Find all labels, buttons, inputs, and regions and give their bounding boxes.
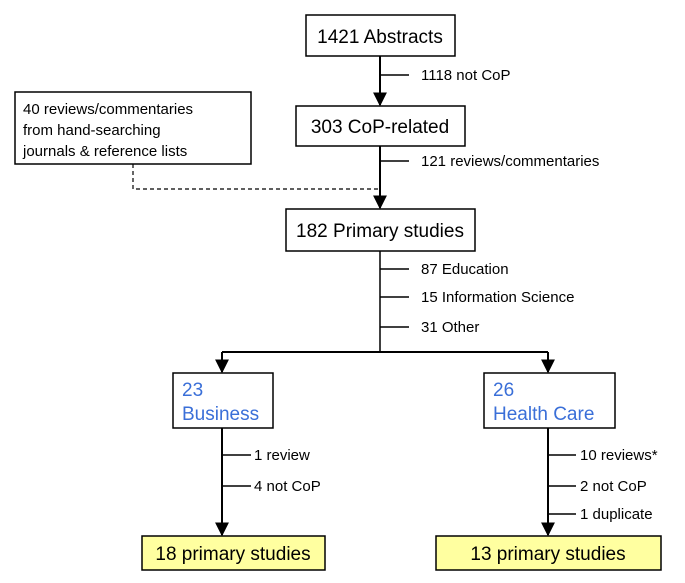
other-label: 31 Other bbox=[421, 319, 479, 336]
health-care-label: Health Care bbox=[493, 404, 594, 425]
reviews-label: 121 reviews/commentaries bbox=[421, 153, 599, 170]
hand-search-line1: 40 reviews/commentaries bbox=[23, 101, 193, 118]
business-box bbox=[172, 372, 274, 429]
info-science-label: 15 Information Science bbox=[421, 289, 574, 306]
health-duplicate-label: 1 duplicate bbox=[580, 506, 653, 523]
hand-search-box bbox=[14, 91, 252, 165]
abstracts-box bbox=[305, 14, 456, 57]
hand-search-line2: from hand-searching bbox=[23, 122, 161, 139]
cop-related-label: 303 CoP-related bbox=[311, 117, 449, 138]
hand-search-line3: journals & reference lists bbox=[22, 143, 187, 160]
health-care-box bbox=[483, 372, 616, 429]
business-final-box bbox=[141, 535, 326, 571]
health-reviews-label: 10 reviews* bbox=[580, 447, 658, 464]
health-care-count: 26 bbox=[493, 380, 514, 401]
not-cop-label: 1118 not CoP bbox=[421, 67, 511, 84]
connector-hand-search-dashed bbox=[132, 164, 380, 190]
primary-studies-box bbox=[285, 208, 476, 252]
abstracts-label: 1421 Abstracts bbox=[317, 27, 443, 48]
business-review-label: 1 review bbox=[254, 447, 310, 464]
business-final-label: 18 primary studies bbox=[155, 544, 310, 565]
health-not-cop-label: 2 not CoP bbox=[580, 478, 647, 495]
health-final-label: 13 primary studies bbox=[470, 544, 625, 565]
business-count: 23 bbox=[182, 380, 203, 401]
health-final-box bbox=[435, 535, 662, 571]
education-label: 87 Education bbox=[421, 261, 509, 278]
cop-related-box bbox=[295, 105, 466, 147]
primary-studies-label: 182 Primary studies bbox=[296, 221, 464, 242]
business-label: Business bbox=[182, 404, 259, 425]
business-not-cop-label: 4 not CoP bbox=[254, 478, 321, 495]
